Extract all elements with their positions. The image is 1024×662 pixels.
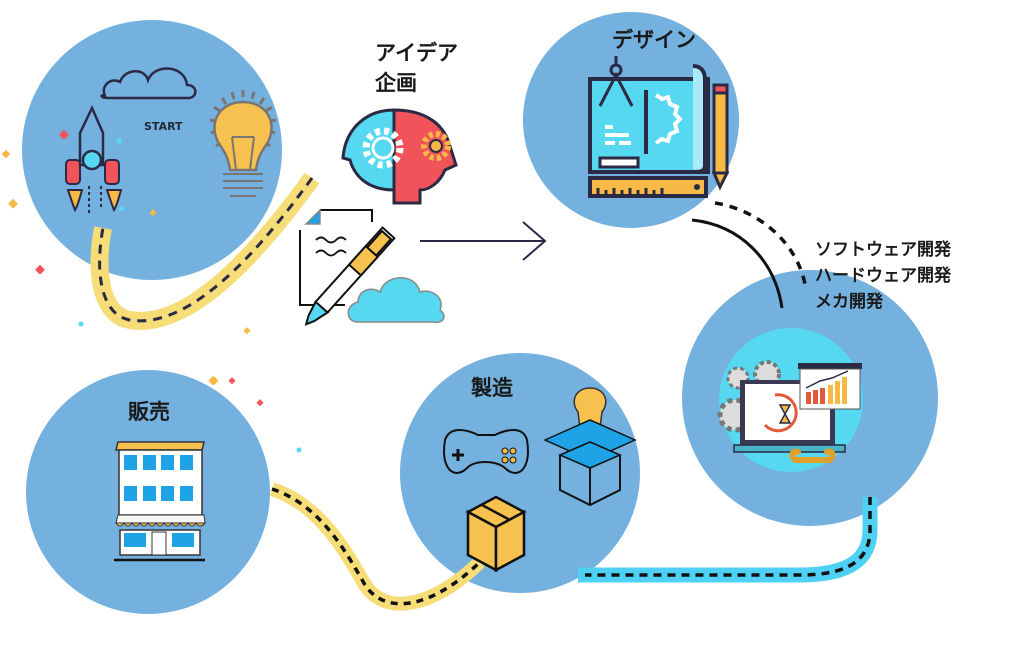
path-manufacturing-to-sales (269, 482, 485, 611)
label-start: START (144, 120, 183, 133)
arcs-design-to-development (691, 201, 808, 309)
cloud-icon-idea (347, 277, 445, 324)
gamepad-icon (443, 429, 529, 474)
path-development-to-manufacturing (578, 497, 878, 583)
package-icon (465, 495, 527, 573)
label-idea-line-2: 企画 (375, 71, 417, 95)
store-building-icon (114, 441, 207, 562)
ruler-icon (588, 176, 708, 198)
label-development-line-2: ハードウェア開発 (815, 266, 951, 286)
label-development-line-3: メカ開発 (815, 292, 883, 312)
document-pen-icon (299, 208, 396, 326)
lightbulb-icon (209, 90, 277, 197)
cloud-icon (100, 67, 197, 100)
label-development: ソフトウェア開発 ハードウェア開発 メカ開発 (815, 237, 951, 315)
label-sales: 販売 (128, 400, 170, 424)
label-design: デザイン (612, 28, 696, 52)
label-manufacturing: 製造 (471, 376, 513, 400)
label-idea: アイデア 企画 (375, 38, 458, 98)
label-development-line-1: ソフトウェア開発 (815, 240, 951, 260)
arrow-idea-to-design (420, 221, 547, 261)
path-start-to-idea (90, 172, 320, 330)
stage-circle-start (22, 20, 282, 280)
label-idea-line-1: アイデア (375, 41, 458, 65)
wrench-icon (789, 448, 836, 463)
rocket-icon (65, 105, 123, 214)
box-lightbulb-icon (543, 387, 637, 507)
confetti-dots (1, 129, 302, 453)
pencil-icon (711, 83, 730, 191)
brain-gears-icon (341, 108, 458, 205)
chart-board-icon (798, 363, 862, 410)
blueprint-icon (588, 56, 710, 174)
